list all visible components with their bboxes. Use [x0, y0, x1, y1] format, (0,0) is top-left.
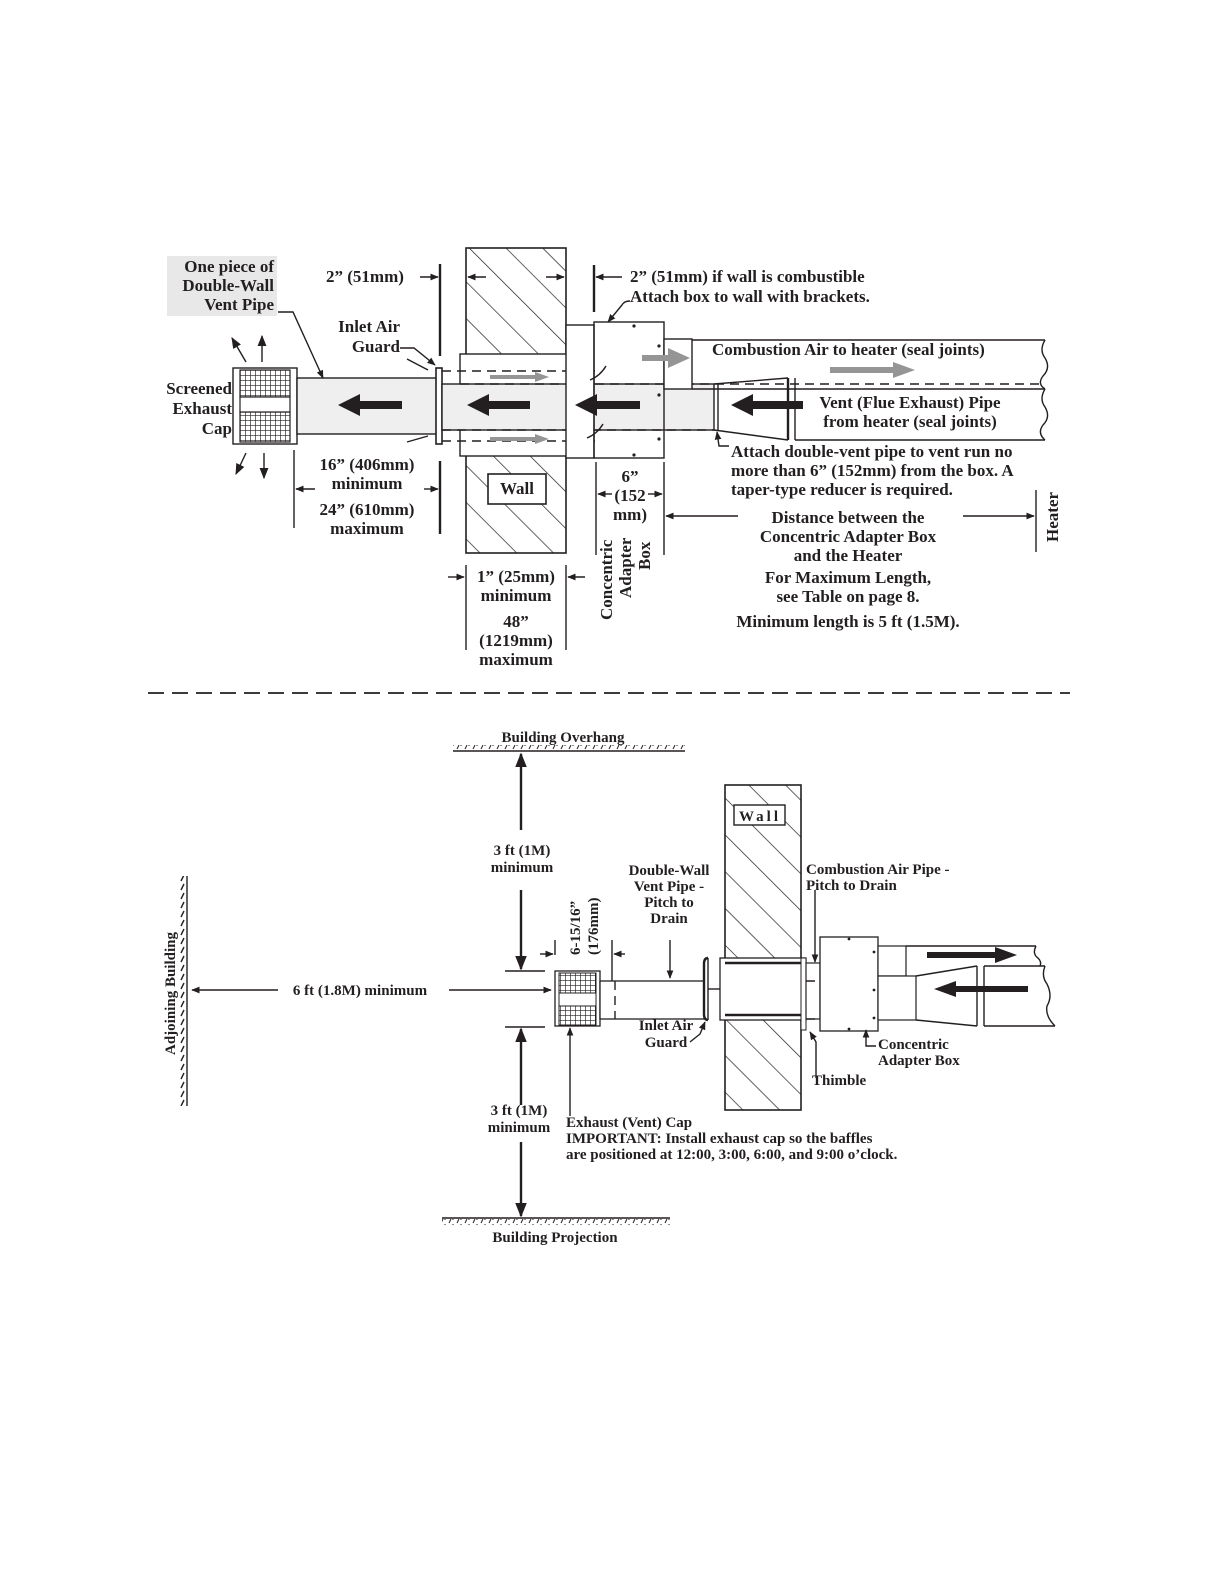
label-screened-cap: Cap — [202, 419, 232, 438]
discharge-arrow — [231, 337, 247, 363]
label-cap-dimension: 6-15/16” — [568, 901, 584, 955]
label-concentric-adapter-box: Concentric — [878, 1037, 949, 1053]
label-inlet-air-guard: Inlet Air — [338, 317, 400, 336]
discharge-arrow — [235, 452, 247, 476]
label-important-note: IMPORTANT: Install exhaust cap so the ba… — [566, 1131, 873, 1147]
screened-exhaust-cap — [232, 367, 298, 445]
label-6ft-min: 6 ft (1.8M) minimum — [293, 983, 428, 999]
label-wall: Wall — [739, 809, 781, 825]
label-double-wall-pipe: Vent Pipe - — [634, 879, 704, 895]
label-wall-thickness-max: 48” — [503, 612, 529, 631]
label-concentric-adapter-box: Concentric — [597, 539, 616, 620]
label-thimble: Thimble — [812, 1073, 867, 1089]
label-inlet-air-guard: Guard — [645, 1035, 688, 1051]
label-wall-thickness-max: maximum — [479, 650, 553, 669]
building-projection — [442, 1219, 670, 1225]
label-3ft-top: minimum — [491, 860, 554, 876]
label-wall-thickness-max: (1219mm) — [479, 631, 553, 650]
label-attach-box: Attach box to wall with brackets. — [630, 287, 870, 306]
adjoining-building — [180, 876, 187, 1106]
label-wall-thickness-min: minimum — [481, 586, 552, 605]
label-attach-double-vent: more than 6” (152mm) from the box. A — [731, 461, 1014, 480]
top-diagram — [167, 247, 1049, 650]
label-concentric-adapter-box: Adapter Box — [878, 1053, 960, 1069]
exhaust-flow-arrow — [575, 394, 640, 416]
concentric-adapter-box — [819, 936, 917, 1032]
concentric-adapter-box — [565, 321, 693, 459]
air-flow-arrow — [490, 434, 549, 444]
leader-line — [714, 431, 729, 447]
label-screened-cap: Screened — [166, 379, 232, 398]
label-highlight — [167, 256, 277, 316]
label-wall: Wall — [500, 479, 534, 498]
leader-line — [607, 300, 631, 323]
label-heater: Heater — [1043, 492, 1062, 542]
label-one-piece: Vent Pipe — [204, 295, 274, 314]
exhaust-flow-arrow — [467, 394, 530, 416]
air-flow-arrow — [927, 947, 1017, 963]
label-building-projection: Building Projection — [492, 1230, 618, 1246]
label-exhaust-cap: Exhaust (Vent) Cap — [566, 1115, 692, 1131]
label-important-note: are positioned at 12:00, 3:00, 6:00, and… — [566, 1147, 898, 1163]
label-combustion-air-pipe: Pitch to Drain — [806, 878, 897, 894]
label-16in-min: 16” (406mm) — [320, 455, 415, 474]
label-distance-heater: Concentric Adapter Box — [760, 527, 937, 546]
wall-label-box — [487, 473, 547, 505]
label-concentric-adapter-box: Box — [635, 541, 654, 570]
thimble — [800, 957, 807, 1031]
air-flow-arrow — [642, 348, 690, 368]
leader-line — [278, 311, 324, 379]
label-one-piece: Double-Wall — [182, 276, 274, 295]
label-screened-cap: Exhaust — [172, 399, 232, 418]
label-3ft-bottom: minimum — [488, 1120, 551, 1136]
label-2in-combustible: 2” (51mm) if wall is combustible — [630, 267, 865, 286]
label-distance-heater: and the Heater — [794, 546, 903, 565]
label-adjoining-building: Adjoining Building — [163, 932, 179, 1055]
label-6in: 6” — [622, 467, 639, 486]
label-concentric-adapter-box: Adapter — [616, 537, 635, 598]
label-2in: 2” (51mm) — [326, 267, 404, 286]
air-flow-arrow — [830, 362, 915, 378]
label-double-wall-pipe: Drain — [650, 911, 688, 927]
label-inlet-air-guard: Guard — [352, 337, 401, 356]
label-24in-max: 24” (610mm) — [320, 500, 415, 519]
label-24in-max: maximum — [330, 519, 404, 538]
label-combustion-air-pipe: Combustion Air Pipe - — [806, 862, 950, 878]
exhaust-flow-arrow — [934, 981, 1028, 997]
label-double-wall-pipe: Pitch to — [644, 895, 694, 911]
label-attach-double-vent: Attach double-vent pipe to vent run no — [731, 442, 1012, 461]
exhaust-flow-arrow — [338, 394, 402, 416]
inlet-air-guard — [435, 367, 443, 445]
label-min-length: Minimum length is 5 ft (1.5M). — [736, 612, 959, 631]
label-vent-pipe: from heater (seal joints) — [823, 412, 997, 431]
exhaust-flow-arrow — [731, 394, 803, 416]
building-overhang — [453, 745, 685, 751]
bottom-diagram — [180, 745, 1056, 1225]
label-16in-min: minimum — [332, 474, 403, 493]
label-attach-double-vent: taper-type reducer is required. — [731, 480, 953, 499]
leader-line — [400, 347, 436, 366]
label-double-wall-pipe: Double-Wall — [629, 863, 710, 879]
label-max-length: see Table on page 8. — [776, 587, 919, 606]
label-max-length: For Maximum Length, — [765, 568, 931, 587]
label-distance-heater: Distance between the — [772, 508, 925, 527]
label-combustion-air: Combustion Air to heater (seal joints) — [712, 340, 985, 359]
label-6in: mm) — [613, 505, 647, 524]
label-wall-thickness-min: 1” (25mm) — [477, 567, 555, 586]
wall-label-box — [733, 804, 786, 826]
label-3ft-top: 3 ft (1M) — [494, 843, 551, 859]
label-3ft-bottom: 3 ft (1M) — [491, 1103, 548, 1119]
label-vent-pipe: Vent (Flue Exhaust) Pipe — [819, 393, 1001, 412]
label-one-piece: One piece of — [184, 257, 274, 276]
label-building-overhang: Building Overhang — [502, 730, 625, 746]
bottom-wall — [724, 784, 802, 1111]
label-cap-dimension: (176mm) — [586, 898, 602, 955]
label-6in: (152 — [614, 486, 645, 505]
exhaust-vent-cap — [554, 970, 601, 1027]
inlet-air-guard — [702, 956, 709, 1022]
label-inlet-air-guard: Inlet Air — [639, 1018, 694, 1034]
air-flow-arrow — [490, 372, 549, 382]
double-wall-vent-pipe — [599, 980, 705, 1020]
